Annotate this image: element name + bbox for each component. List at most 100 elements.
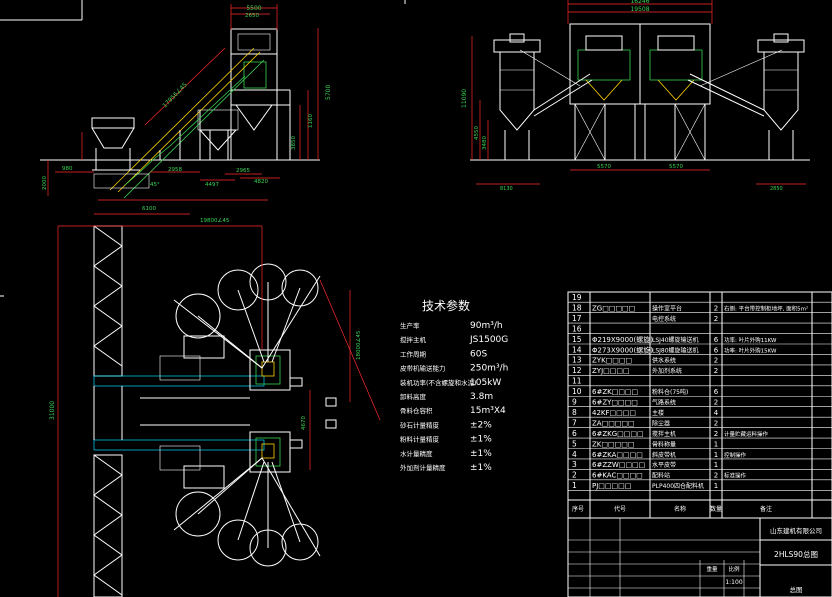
dim-2650: 2650 <box>245 13 259 19</box>
bom-cell-code: Φ273X9000(螺旋) <box>592 345 653 354</box>
bom-cell-no: 8 <box>572 408 577 417</box>
bom-cell-no: 5 <box>572 439 577 448</box>
bom-cell-code: 42KF□□□□ <box>592 409 636 417</box>
bom-cell-qty: 1 <box>714 451 718 459</box>
tech-param-label: 砂石计量精度 <box>400 420 440 429</box>
bom-cell-no: 4 <box>572 450 577 459</box>
bom-cell-note: 标准操作 <box>724 472 747 480</box>
bom-cell-note: 右侧: 平台带控制柜地坪, 面积5m² <box>724 304 808 312</box>
dim-11090: 11090 <box>461 89 468 108</box>
dim-2000: 2000 <box>42 176 48 190</box>
bom-cell-code: 6#KAC□□□□ <box>592 472 643 480</box>
tech-param-label: 粉料计量精度 <box>400 435 440 444</box>
bom-cell-no: 3 <box>572 460 577 469</box>
dim-6100: 6100 <box>142 206 156 212</box>
dim-4497: 4497 <box>205 182 219 188</box>
dim-31000: 31000 <box>49 401 56 420</box>
dim-19800: 19800∠45 <box>200 217 230 224</box>
tech-param-label: 生产率 <box>400 321 420 330</box>
dim-1160: 1160 <box>308 114 314 128</box>
dim-16246: 16246 <box>630 0 649 5</box>
bom-cell-name: 斜皮带机 <box>652 451 676 459</box>
bom-cell-code: ZYJ□□□□ <box>592 367 630 375</box>
dim-45deg: 45° <box>150 182 160 188</box>
bom-cell-code: 6#ZKG□□□□ <box>592 430 644 438</box>
bom-cell-no: 12 <box>572 366 582 375</box>
dim-19508: 19508 <box>630 6 649 13</box>
tech-param-value: JS1500G <box>469 335 508 345</box>
tech-param-label: 皮带机输送能力 <box>400 364 446 373</box>
bom-cell-qty: 6 <box>714 336 719 344</box>
bom-cell-code: ZA□□□□□ <box>592 419 635 427</box>
bom-header-name: 名称 <box>674 505 686 513</box>
company-name: 山东建机有限公司 <box>770 526 822 535</box>
bom-cell-name: LSJ40螺旋输送机 <box>652 336 699 344</box>
tech-param-label: 工作周期 <box>400 349 427 358</box>
dim-2958: 2958 <box>168 167 182 173</box>
bom-cell-qty: 1 <box>714 461 718 469</box>
tech-param-label: 搅拌主机 <box>400 335 427 344</box>
bom-cell-qty: 2 <box>714 315 718 323</box>
bom-cell-note: 功率: 叶片外购15KW <box>724 346 777 354</box>
drawing-title: 2HLS90总图 <box>774 549 818 559</box>
dim-980: 980 <box>62 166 73 172</box>
bom-cell-name: 操作室平台 <box>652 304 682 312</box>
bom-header-qty: 数量 <box>710 505 722 513</box>
bom-cell-qty: 1 <box>714 482 718 490</box>
bom-cell-qty: 2 <box>714 472 718 480</box>
bom-cell-qty: 6 <box>714 346 719 354</box>
tech-param-label: 骨料仓容积 <box>400 406 433 415</box>
bom-cell-no: 6 <box>572 429 577 438</box>
bom-cell-name: 气路系统 <box>652 399 676 407</box>
bom-cell-code: 6#ZZW□□□□ <box>592 461 645 469</box>
bom-cell-code: ZK□□□□□ <box>592 440 634 448</box>
bom-cell-no: 18 <box>572 303 582 312</box>
bom-cell-name: 供水系统 <box>652 357 676 365</box>
bom-cell-name: 除尘器 <box>652 419 670 427</box>
bom-cell-qty: 2 <box>714 367 718 375</box>
bom-cell-code: 6#ZKA□□□□ <box>592 451 643 459</box>
dim-5700: 5700 <box>325 85 332 100</box>
bom-cell-name: 粉料仓(75吨) <box>652 388 688 396</box>
bom-cell-no: 2 <box>572 471 577 480</box>
bom-cell-name: 搅拌主机 <box>652 430 676 438</box>
tech-param-label: 水计量精度 <box>400 449 433 458</box>
sheet-name: 总图 <box>790 585 803 594</box>
dim-2965: 2965 <box>236 168 250 174</box>
scale-label: 比例 <box>728 565 740 573</box>
bom-cell-no: 7 <box>572 418 577 427</box>
bom-cell-no: 1 <box>572 481 577 490</box>
bom-header-row: 序号 代号 名称 数量 备注 <box>572 505 772 513</box>
bom-header-note: 备注 <box>760 505 772 513</box>
front-elevation-view <box>470 0 810 185</box>
bom-cell-qty: 2 <box>714 304 718 312</box>
bom-cell-no: 17 <box>572 314 582 323</box>
dim-2850: 2850 <box>770 186 783 192</box>
bom-cell-qty: 6 <box>714 388 719 396</box>
bom-cell-qty: 2 <box>714 357 718 365</box>
bom-cell-no: 15 <box>572 335 582 344</box>
bom-cell-qty: 2 <box>714 430 718 438</box>
bom-cell-qty: 2 <box>714 419 718 427</box>
tech-param-value: ±1% <box>470 463 492 473</box>
tech-param-value: 60S <box>470 349 487 359</box>
dim-5570-a: 5570 <box>597 164 611 170</box>
bom-cell-qty: 4 <box>714 409 719 417</box>
tech-params-heading: 技术参数 <box>422 298 470 313</box>
bom-cell-no: 9 <box>572 398 577 407</box>
dim-5500: 5500 <box>246 5 261 12</box>
weight-label: 重量 <box>706 565 718 573</box>
tech-param-label: 外加剂计量精度 <box>400 463 446 472</box>
tech-param-label: 装机功率(不含螺旋和水泥) <box>400 378 477 387</box>
bom-cell-code: 6#ZK□□□□ <box>592 388 638 396</box>
side-elevation-view <box>40 4 320 215</box>
tech-param-value: 105kW <box>470 378 501 388</box>
bom-cell-qty: 2 <box>714 399 718 407</box>
dim-4670: 4670 <box>301 416 307 430</box>
bom-cell-name: 配料站 <box>652 472 670 480</box>
bom-cell-note: 功率: 叶片外购11KW <box>724 336 777 344</box>
dim-17956: 17956∠45 <box>161 81 188 109</box>
bom-cell-no: 16 <box>572 324 582 333</box>
